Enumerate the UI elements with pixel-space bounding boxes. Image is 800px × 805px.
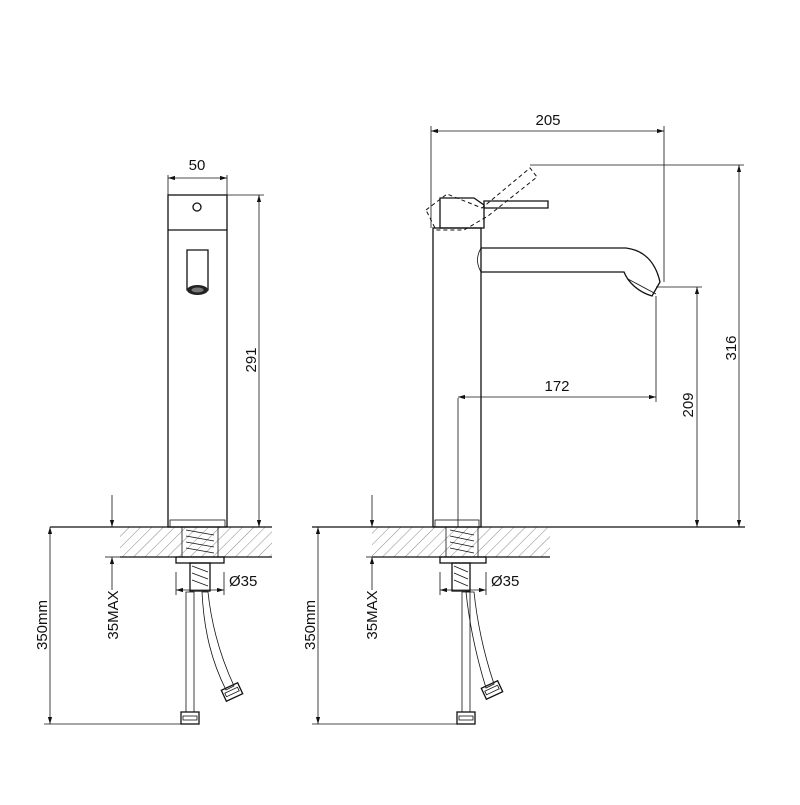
- dim-side-spout-reach: 172: [457, 296, 657, 527]
- dim-side-overall-height: 316: [530, 164, 744, 527]
- front-countertop: [50, 526, 272, 558]
- front-width-label: 50: [189, 157, 206, 174]
- dim-side-hose-length: 350mm: [302, 527, 457, 725]
- front-hoses: [180, 591, 244, 725]
- side-lever-handle: [425, 167, 549, 231]
- side-hose-length-label: 350mm: [302, 600, 319, 650]
- side-spout-height-label: 209: [680, 392, 697, 417]
- side-faucet-body: [432, 227, 482, 528]
- side-spout-reach-label: 172: [544, 378, 569, 395]
- front-view: 50 291 350mm 35MAX Ø35: [34, 157, 272, 725]
- dim-front-hole-diameter: Ø35: [175, 572, 257, 595]
- dim-side-overall-width: 205: [430, 112, 665, 282]
- dim-side-spout-height: 209: [656, 286, 702, 527]
- dim-side-hole-diameter: Ø35: [439, 572, 519, 595]
- side-countertop: [312, 526, 745, 558]
- side-hole-diameter-label: Ø35: [491, 573, 519, 590]
- dim-front-height: 291: [227, 194, 264, 528]
- dim-front-width: 50: [167, 157, 228, 195]
- side-max-thickness-label: 35MAX: [364, 590, 381, 639]
- side-hoses: [456, 591, 504, 725]
- dim-front-max-thickness: 35MAX: [105, 495, 122, 640]
- side-spout: [477, 247, 661, 297]
- front-max-thickness-label: 35MAX: [105, 590, 122, 639]
- side-overall-height-label: 316: [723, 335, 740, 360]
- dim-side-max-thickness: 35MAX: [364, 495, 381, 640]
- side-overall-width-label: 205: [535, 112, 560, 129]
- dim-front-hose-length: 350mm: [34, 527, 181, 725]
- front-hole-diameter-label: Ø35: [229, 573, 257, 590]
- front-height-label: 291: [243, 347, 260, 372]
- front-faucet-body: [167, 194, 228, 528]
- side-view: 205 172 209 316 350mm: [302, 112, 745, 725]
- front-aerator: [186, 249, 209, 295]
- front-hose-length-label: 350mm: [34, 600, 51, 650]
